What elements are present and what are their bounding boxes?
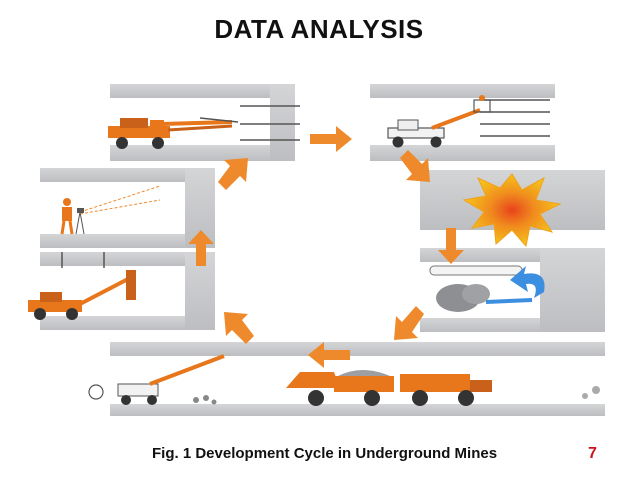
arrow-bolting-to-surveying (188, 230, 214, 266)
panel-mucking (280, 342, 605, 416)
panel-ventilation (420, 248, 605, 332)
arrow-drilling-to-charging (310, 126, 352, 152)
charging-platform-icon (387, 95, 491, 148)
bolting-rig-icon (28, 270, 136, 320)
slide-title: DATA ANALYSIS (214, 14, 424, 44)
arrow-surveying-to-drilling (218, 158, 248, 190)
panel-surveying (40, 168, 215, 248)
arrow-mucking-to-scaling (308, 342, 350, 368)
figure-caption: Fig. 1 Development Cycle in Underground … (152, 445, 498, 462)
arrow-blasting-to-ventilation (438, 228, 464, 264)
page-number: 7 (588, 445, 597, 462)
panel-drilling (108, 84, 300, 161)
ventilation-duct-icon (429, 265, 545, 312)
loader-truck-icon (286, 370, 600, 406)
arrow-scaling-to-bolting (224, 312, 254, 344)
scaling-machine-icon (88, 354, 225, 405)
cycle-arrows (188, 126, 464, 368)
panel-bolting (28, 252, 215, 330)
arrow-charging-to-blasting (400, 150, 430, 182)
panel-blasting (420, 170, 605, 248)
drill-jumbo-icon (108, 117, 239, 149)
surveyor-icon (60, 185, 161, 235)
panel-scaling (88, 342, 295, 416)
arrow-ventilation-to-mucking (394, 306, 424, 340)
panel-charging (370, 84, 555, 161)
explosion-icon (462, 173, 562, 248)
